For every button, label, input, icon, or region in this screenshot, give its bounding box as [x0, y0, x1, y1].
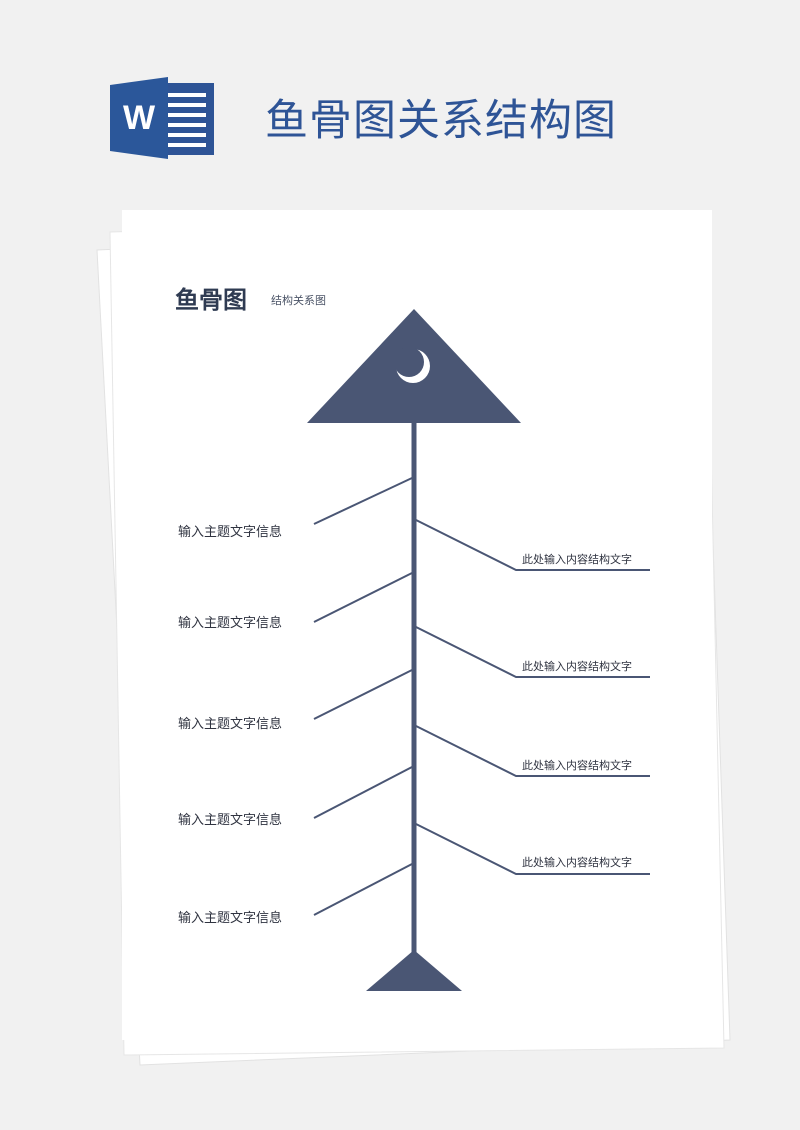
right-branch-label-3: 此处输入内容结构文字	[522, 759, 632, 772]
document-subtitle: 结构关系图	[271, 294, 326, 307]
left-bone-5	[313, 863, 413, 916]
page-title: 鱼骨图关系结构图	[265, 96, 617, 146]
fish-eye-inner	[394, 347, 424, 377]
left-bone-4	[313, 766, 413, 819]
right-branch-label-2: 此处输入内容结构文字	[522, 660, 632, 673]
right-branch-label-4: 此处输入内容结构文字	[522, 856, 632, 869]
right-bone-1	[415, 519, 650, 571]
word-logo-letter: W	[123, 99, 156, 137]
right-bone-2	[415, 626, 650, 678]
document-title: 鱼骨图	[175, 286, 247, 314]
right-bone-4	[415, 823, 650, 875]
left-branch-label-2: 输入主题文字信息	[178, 616, 283, 631]
right-branch-label-1: 此处输入内容结构文字	[522, 553, 632, 566]
left-bone-2	[313, 572, 413, 623]
left-branch-label-4: 输入主题文字信息	[178, 813, 283, 828]
left-branch-label-1: 输入主题文字信息	[178, 525, 283, 540]
left-branch-label-5: 输入主题文字信息	[178, 911, 283, 926]
fish-tail	[366, 950, 462, 991]
page-header: W 鱼骨图关系结构图	[0, 0, 800, 190]
left-branch-label-3: 输入主题文字信息	[178, 717, 283, 732]
word-logo-icon: W	[110, 77, 214, 159]
left-bone-3	[313, 669, 413, 720]
left-bone-1	[313, 477, 413, 525]
right-bone-3	[415, 725, 650, 777]
